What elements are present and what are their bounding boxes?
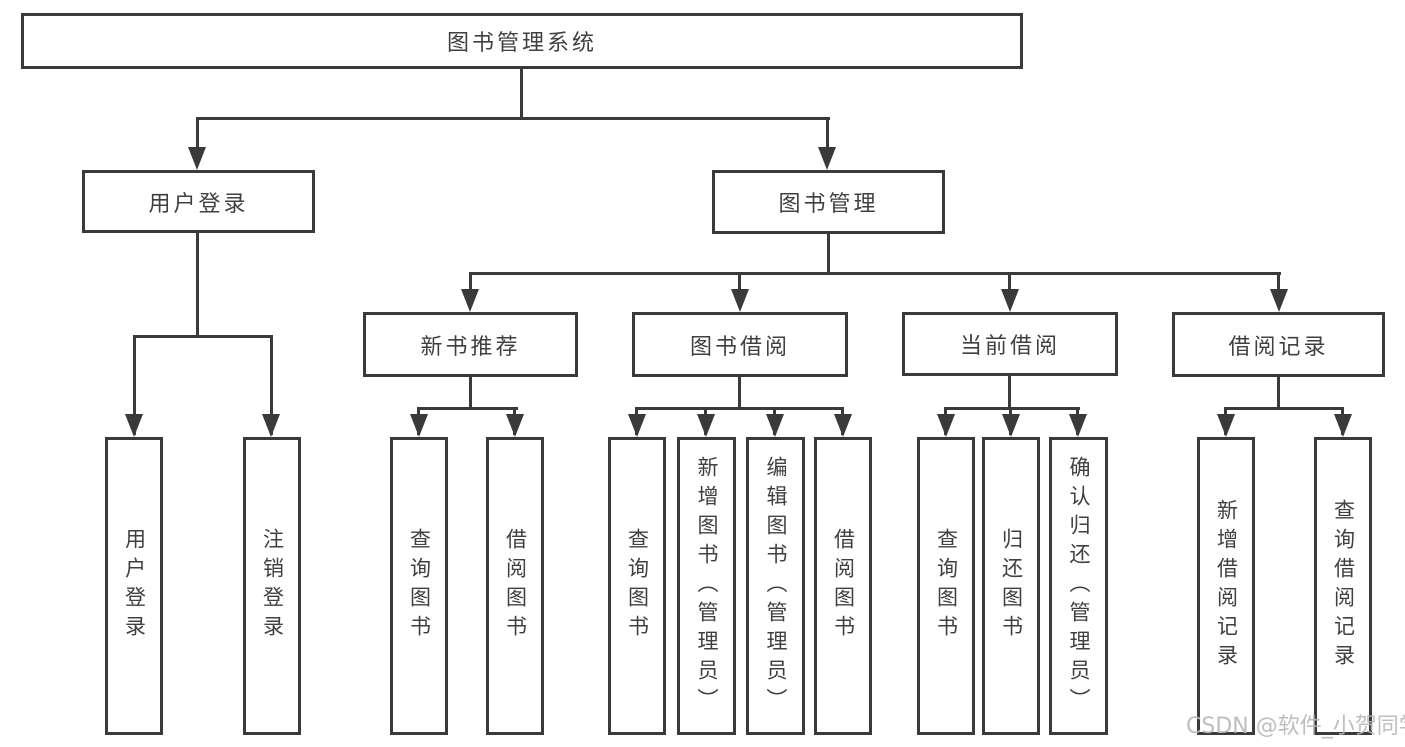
node-label: 借阅图书 [831,528,856,644]
node-label: 查询借阅记录 [1331,499,1356,673]
arrow-down-icon [506,414,524,437]
connector-line [469,272,1281,275]
leaf-query-book-current: 查询图书 [917,437,975,735]
arrow-down-icon [937,414,955,437]
arrow-down-icon [1270,289,1288,312]
connector-line [469,274,472,298]
leaf-edit-book-admin: 编辑图书（管理员） [746,437,805,735]
node-label: 查询图书 [625,528,650,644]
node-label: 新增借阅记录 [1214,499,1239,673]
arrow-down-icon [628,414,646,437]
leaf-logout: 注销登录 [243,437,301,735]
connector-line [827,234,830,274]
arrow-down-icon [262,414,280,437]
node-label: 图书借阅 [689,334,790,360]
connector-line [738,274,741,298]
node-label: 图书管理 [778,192,879,217]
arrow-down-icon [1217,414,1235,437]
node-label: 确认归还（管理员） [1067,455,1091,717]
leaf-borrow-book: 借阅图书 [814,437,872,735]
arrow-down-icon [410,414,428,437]
node-label: 当前借阅 [959,334,1060,359]
leaf-query-book-recommend: 查询图书 [390,437,448,735]
node-label: 新增图书（管理员） [695,455,719,717]
node-label: 编辑图书（管理员） [764,455,788,717]
connector-line [469,377,472,409]
node-library-management-system: 图书管理系统 [21,13,1023,69]
node-borrowing-records: 借阅记录 [1172,312,1385,377]
connector-line [133,337,136,435]
node-label: 注销登录 [260,528,285,644]
node-label: 用户登录 [148,191,249,217]
csdn-watermark: CSDN @软件_小贺同学 [1186,714,1405,739]
connector-line [826,119,829,150]
arrow-down-icon [461,289,479,312]
connector-line [520,68,523,120]
connector-line [1008,376,1011,409]
node-label: 查询图书 [934,528,959,644]
node-label: 用户登录 [122,528,147,644]
node-label: 图书管理系统 [446,31,597,56]
node-book-borrowing: 图书借阅 [632,312,848,377]
node-label: 新书推荐 [420,334,521,360]
arrow-down-icon [1334,414,1352,437]
connector-line [1224,407,1344,410]
leaf-borrow-book-recommend: 借阅图书 [486,437,544,735]
connector-line [270,337,273,435]
connector-line [417,407,518,410]
leaf-add-borrow-record: 新增借阅记录 [1197,437,1255,735]
leaf-return-book: 归还图书 [982,437,1040,735]
connector-line [635,407,844,410]
arrow-down-icon [697,414,715,437]
arrow-down-icon [1001,289,1019,312]
arrow-down-icon [766,414,784,437]
leaf-confirm-return-admin: 确认归还（管理员） [1049,437,1108,735]
node-label: 借阅图书 [503,528,528,644]
connector-line [196,117,830,120]
node-current-borrowing: 当前借阅 [902,312,1118,376]
connector-line [196,119,199,150]
connector-line [1277,377,1280,409]
arrow-down-icon [834,414,852,437]
arrow-down-icon [818,147,836,170]
node-label: 查询图书 [407,528,432,644]
node-new-book-recommendation: 新书推荐 [363,312,578,377]
connector-line [196,233,199,337]
leaf-add-book-admin: 新增图书（管理员） [677,437,736,735]
connector-line [1008,274,1011,298]
arrow-down-icon [731,289,749,312]
arrow-down-icon [1002,414,1020,437]
arrow-down-icon [188,147,206,170]
connector-line [1277,274,1280,298]
leaf-user-login: 用户登录 [105,437,163,735]
node-book-management: 图书管理 [712,170,945,234]
leaf-query-book-borrow: 查询图书 [608,437,666,735]
leaf-query-borrow-record: 查询借阅记录 [1314,437,1372,735]
arrow-down-icon [1069,414,1087,437]
connector-line [133,335,273,338]
arrow-down-icon [125,414,143,437]
node-label: 借阅记录 [1228,334,1329,360]
node-label: 归还图书 [999,528,1024,644]
connector-line [944,407,1080,410]
node-user-login: 用户登录 [82,170,315,233]
connector-line [738,377,741,409]
